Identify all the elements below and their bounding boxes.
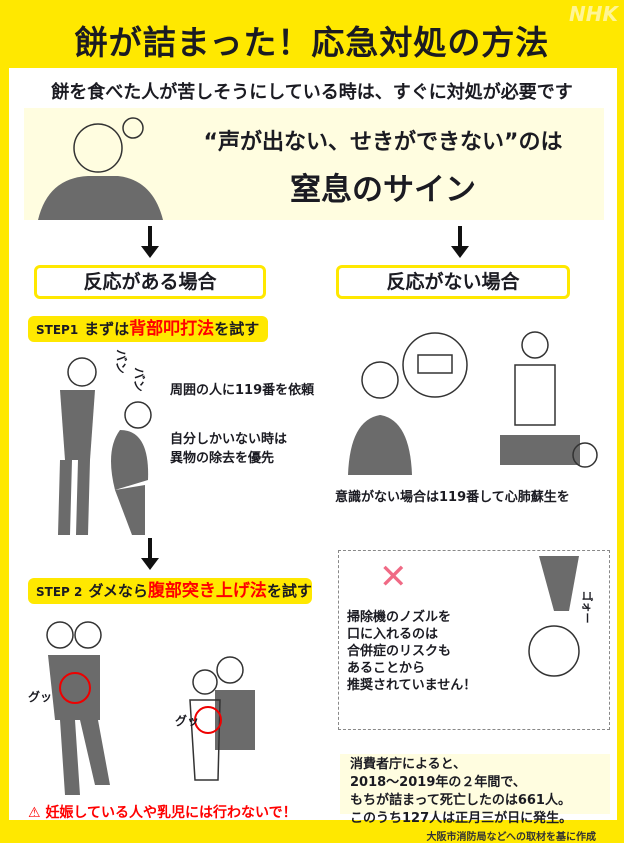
sign-line-2: 窒息のサイン xyxy=(290,172,476,208)
step-pre: まずは xyxy=(84,320,130,338)
warning-note: ⚠ 妊娠している人や乳児には行わないで！ xyxy=(28,802,297,822)
unresponsive-note: 意識がない場合は119番して心肺蘇生を xyxy=(335,490,570,505)
abdominal-thrust-illustration xyxy=(46,621,255,795)
sfx-ban-2: バン xyxy=(131,367,146,392)
ng-line: 合併症のリスクも xyxy=(347,644,452,659)
sign-line-1: “声が出ない、せきができない”のは xyxy=(203,130,563,155)
statistics-box: 消費者庁によると、 2018～2019年の２年間で、もちが詰まって死亡したのは66… xyxy=(340,754,610,826)
note-call-119: 周囲の人に119番を依頼 xyxy=(170,383,315,398)
sfx-vacuum: ゴォー xyxy=(580,590,594,624)
nhk-logo: NHK xyxy=(569,2,618,26)
info-line: もちが詰まって死亡したのは661人。 xyxy=(350,793,571,808)
vacuum-warning-text: 掃除機のノズルを口に入れるのは合併症のリスクもあることから推奨されていません！ xyxy=(347,609,476,694)
note-alone-2: 異物の除去を優先 xyxy=(170,451,275,466)
step-method: 腹部突き上げ法 xyxy=(147,581,267,601)
ng-line: 口に入れるのは xyxy=(347,627,439,642)
choking-person-illustration xyxy=(38,117,163,220)
ng-line: あることから xyxy=(347,661,426,676)
step-number: STEP 2 xyxy=(36,585,83,599)
step-method: 背部叩打法 xyxy=(129,319,215,339)
vacuum-illustration xyxy=(528,556,580,677)
info-line: 消費者庁によると、 xyxy=(350,757,467,772)
step-post: を試す xyxy=(266,582,312,600)
vacuum-warning-box: ✕ 掃除機のノズルを口に入れるのは合併症のリスクもあることから推奨されていません… xyxy=(338,550,610,730)
back-blows-illustration xyxy=(58,357,152,535)
case-responsive: 反応がある場合 xyxy=(34,265,266,299)
note-alone-1: 自分しかいない時は xyxy=(170,432,288,447)
source-credit: 大阪市消防局などへの取材を基に作成 xyxy=(426,832,597,843)
warning-icon: ⚠ xyxy=(28,805,46,821)
call-and-cpr-illustration xyxy=(348,331,598,475)
step2-label: STEP 2 ダメなら腹部突き上げ法を試す xyxy=(28,578,312,604)
step-pre: ダメなら xyxy=(88,582,148,600)
sfx-gu-2: グッ xyxy=(175,714,200,728)
ng-line: 推奨されていません！ xyxy=(347,678,477,693)
case-unresponsive: 反応がない場合 xyxy=(336,265,570,299)
step1-label: STEP1 まずは背部叩打法を試す xyxy=(28,316,268,342)
warning-text: 妊娠している人や乳児には行わないで！ xyxy=(45,805,297,821)
page-title: 餅が詰まった！応急対処の方法 xyxy=(74,23,550,62)
sfx-ban-1: バン xyxy=(113,349,128,374)
info-line: 2018～2019年の２年間で、 xyxy=(350,775,526,790)
subtitle: 餅を食べた人が苦しそうにしている時は、すぐに対処が必要です xyxy=(51,82,573,103)
step-post: を試す xyxy=(214,320,260,338)
info-line: このうち127人は正月三が日に発生。 xyxy=(350,811,573,826)
x-mark-icon: ✕ xyxy=(379,557,408,597)
sfx-gu-1: グッ xyxy=(28,690,53,704)
step-number: STEP1 xyxy=(36,323,79,337)
ng-line: 掃除機のノズルを xyxy=(347,610,452,625)
choking-sign-box xyxy=(24,108,604,220)
